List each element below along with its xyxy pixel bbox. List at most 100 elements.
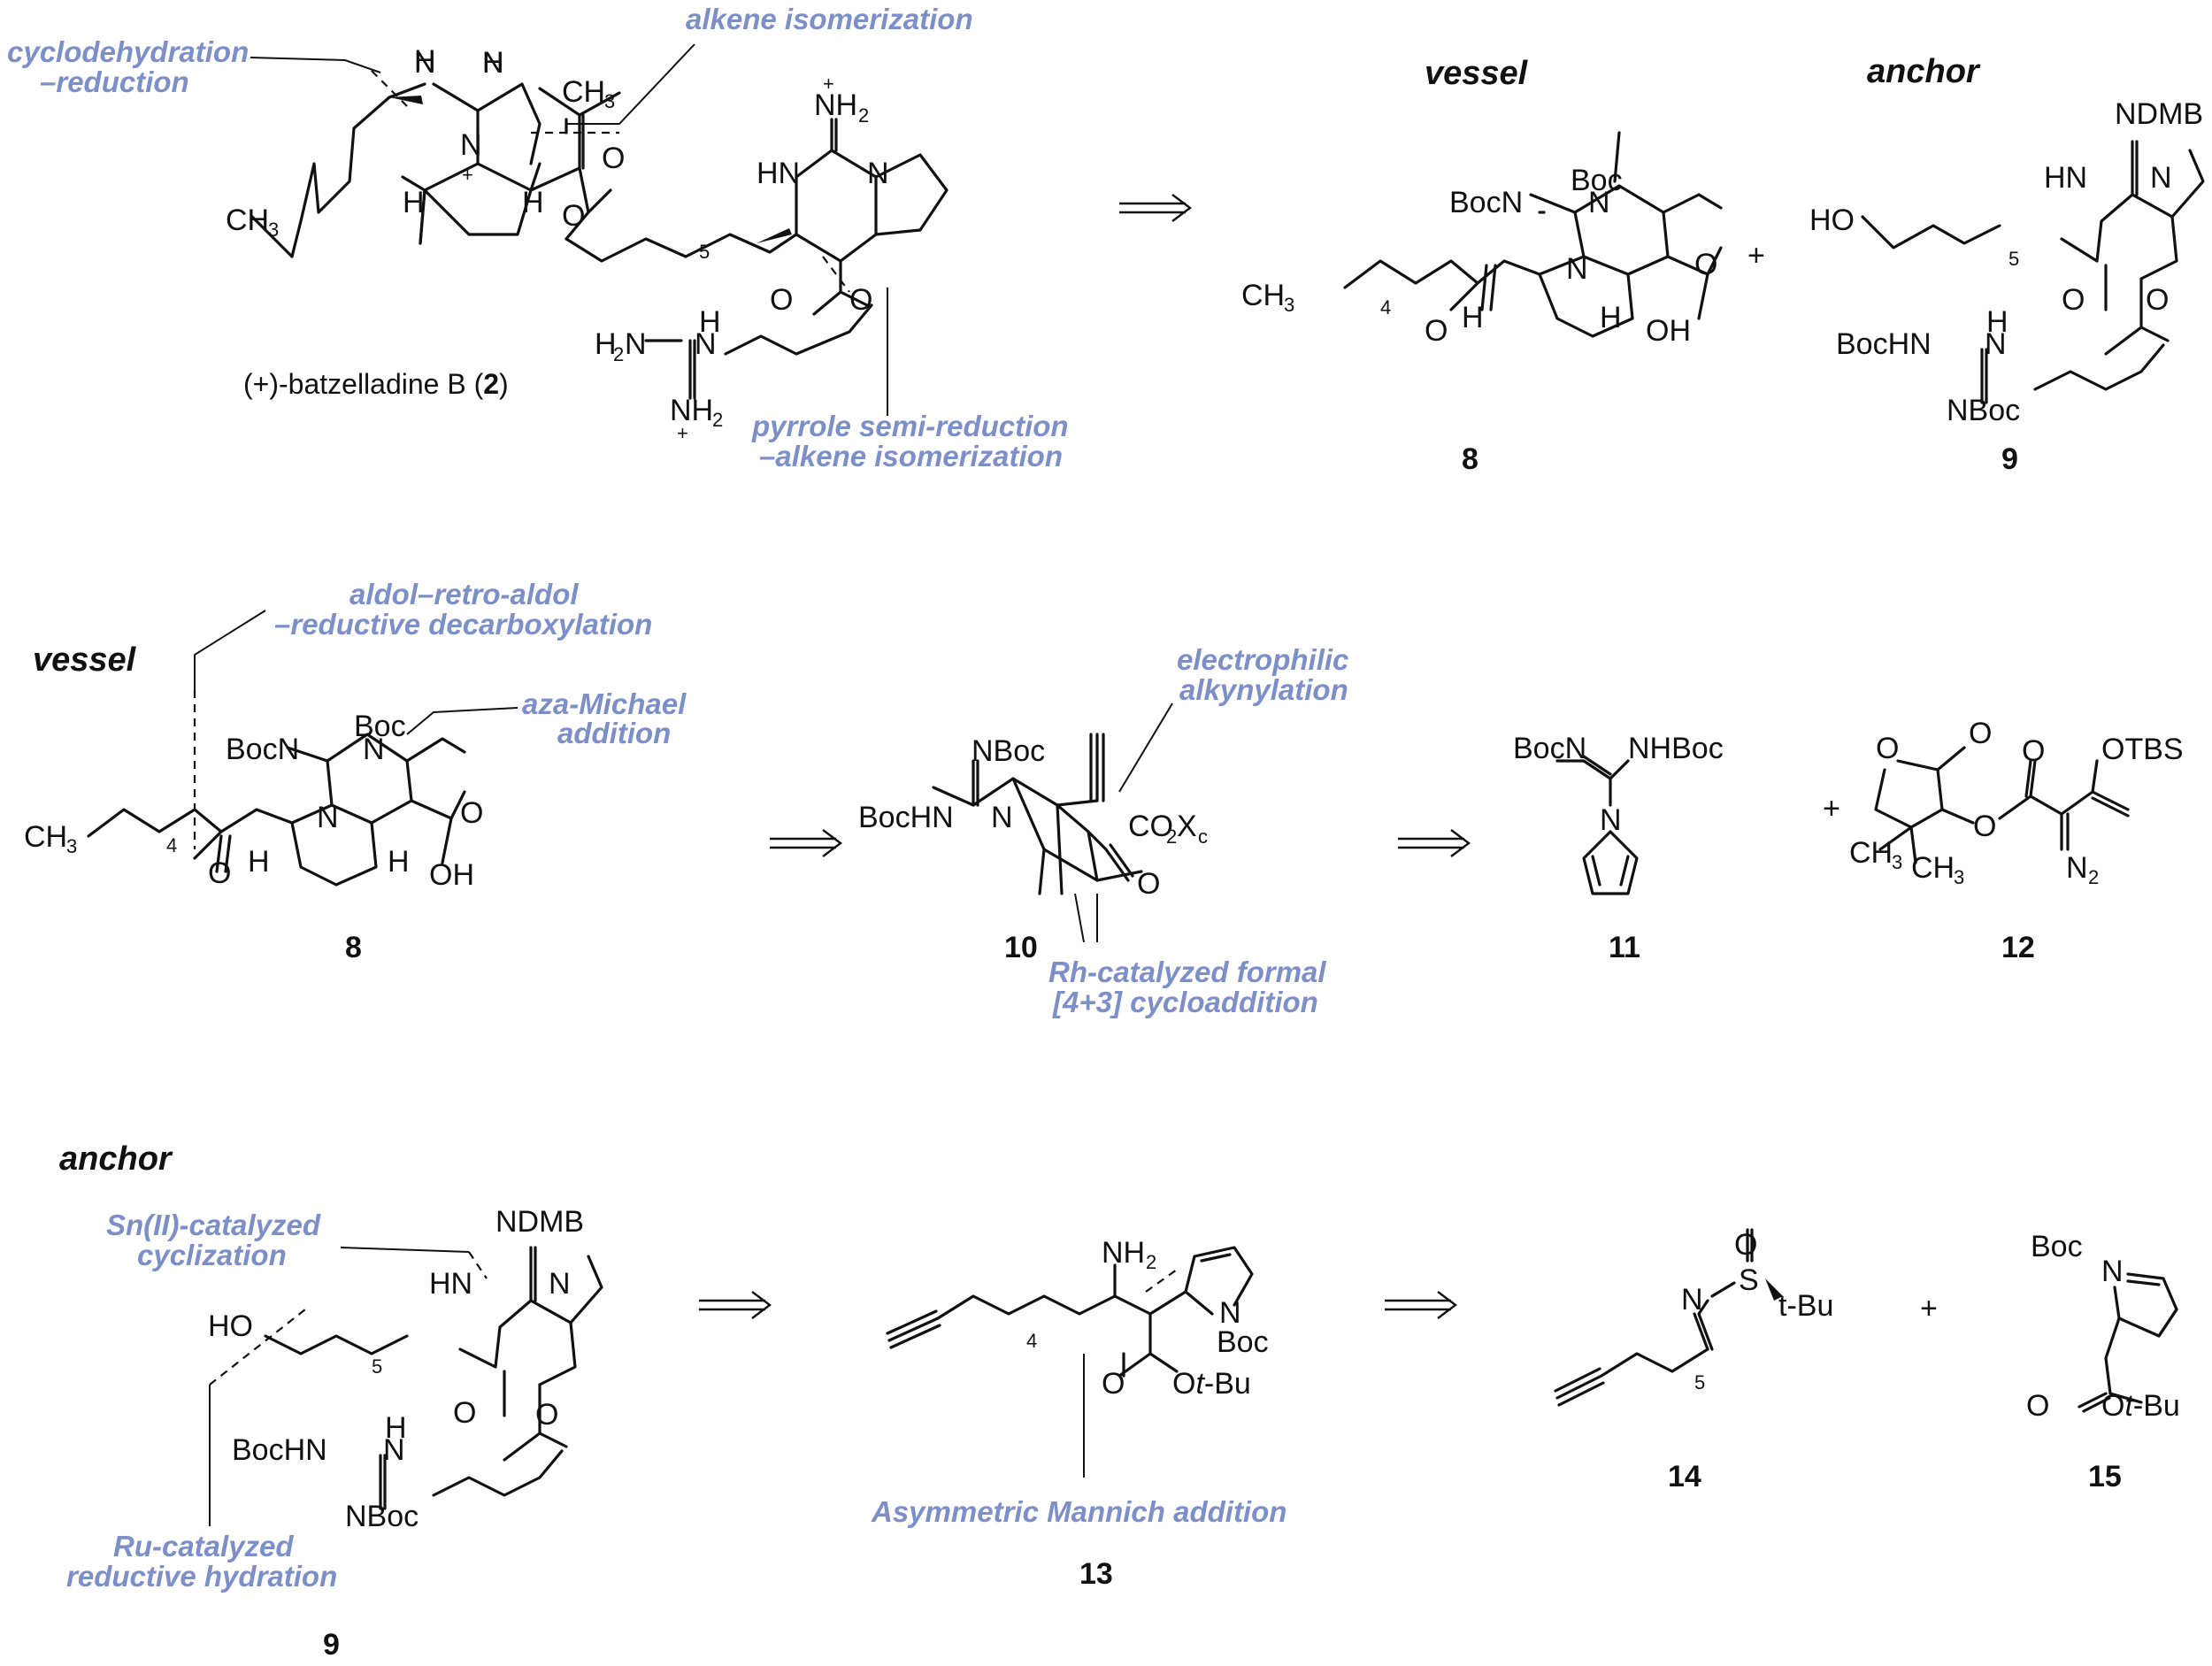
atom-H2N: H [595,327,617,361]
atom-Boc-m: Boc [354,710,406,743]
atom-O-12c: O [1973,810,1996,843]
compound-label-15: 15 [2088,1460,2122,1493]
compound-14: N O S t-Bu 5 [1554,1228,1833,1407]
compound-label-9-top: 9 [2001,442,2018,476]
atom-5-9: 5 [2008,248,2019,270]
header-vessel-mid: vessel [33,641,137,679]
atom-CH3: CH [562,75,605,109]
atom-O-m: O [208,856,231,890]
atom-N5: N [625,327,647,361]
charge-plus2: + [823,73,834,95]
leader-rh [1074,893,1098,943]
atom-N2: N [482,46,504,80]
atom-2b: 2 [613,343,624,365]
retro-arrow-5 [1385,1291,1457,1319]
ann-electrophilic-1: electrophilic [1177,643,1348,676]
atom-CH3-12b: CH [1911,851,1955,885]
atom-N-15: N [2101,1255,2124,1288]
retro-arrow-1 [1119,194,1192,222]
ann-aza-michael-1: aza-Michael [522,687,687,720]
atom-NH2b: NH [670,394,713,427]
atom-HO-b: HO [208,1309,253,1343]
atom-HN: HN [757,157,800,190]
atom-3-12a: 3 [1892,851,1902,873]
atom-X-10: X [1177,810,1197,843]
compound-9-top: NDMB HN N HO 5 O O H N BocHN NBoc [1809,97,2205,427]
atom-OtBu-13: Ot-Bu [1172,1367,1251,1401]
compound-10: NBoc BocHN N CO 2 X c O [858,733,1208,901]
atom-O-12a: O [1876,732,1899,765]
leader-alkene [566,43,695,125]
retro-arrow-2 [770,829,842,857]
atom-N-10: N [991,801,1013,834]
atom-BocHN-b: BocHN [232,1433,327,1467]
atom-O3: O [770,283,793,317]
atom-CH3-12a: CH [1849,836,1893,870]
charge-plus3: + [677,422,688,444]
dash-sn [468,1251,488,1279]
atom-O1: O [602,142,625,175]
compound-label-14: 14 [1668,1460,1701,1493]
atom-NDMB: NDMB [2115,97,2203,131]
atom-NBoc-10: NBoc [972,734,1045,768]
ann-aza-michael-2: addition [557,717,671,749]
atom-BocHN-10: BocHN [858,801,954,834]
atom-O-mc: O [460,796,483,830]
atom-H-9: H [1986,305,2008,339]
atom-N-b: N [549,1267,571,1301]
ann-rh-2: [4+3] cycloaddition [1052,986,1318,1018]
atom-Boc-13: Boc [1217,1325,1269,1359]
ann-cyclodehydration-2: –reduction [40,65,189,98]
atom-N-8b: N [1566,252,1588,286]
atom-4-13: 4 [1026,1330,1037,1352]
atom-NBoc-b: NBoc [345,1500,419,1533]
atom-S-14: S [1739,1263,1759,1297]
atom-N-9b: N [1985,327,2007,361]
atom-2: 2 [858,104,869,127]
compound-label-13: 13 [1079,1557,1113,1591]
atom-BocN: BocN [1449,186,1523,219]
atom-2-13: 2 [1146,1251,1156,1273]
atom-5-14: 5 [1694,1371,1705,1393]
atom-3-m: 3 [66,835,77,857]
ann-sn-2: cyclization [137,1239,287,1271]
ann-sn-1: Sn(II)-catalyzed [106,1209,321,1241]
atom-OH-8: OH [1646,314,1691,348]
atom-OTBS-12: OTBS [2101,733,2184,766]
atom-O-9: O [2062,283,2085,317]
atom-Boc-15: Boc [2031,1230,2083,1263]
ann-ru-1: Ru-catalyzed [113,1530,294,1562]
compound-label-12: 12 [2001,931,2035,964]
retro-arrow-4 [699,1291,772,1319]
atom-N-plus: N [460,128,482,162]
atom-O-12b: O [1969,717,1992,750]
header-anchor-top: anchor [1867,53,1981,90]
atom-NDMB-b: NDMB [495,1205,584,1239]
atom-tBu-14: t-Bu [1778,1289,1833,1323]
header-anchor-bottom: anchor [59,1140,173,1178]
atom-CH3b: CH [226,203,269,237]
atom-3: 3 [604,90,615,112]
atom-CH3-8: CH [1241,279,1285,312]
natural-product-name: (+)-batzelladine B (2) [243,368,509,400]
leader-electrophilic [1118,702,1173,793]
atom-HN-9: HN [2044,161,2087,195]
atom-CO2Xc: CO [1128,810,1173,843]
atom-Boc: Boc [1571,164,1623,197]
atom-NH2-13: NH [1102,1236,1145,1270]
atom-NBoc-9: NBoc [1947,394,2020,427]
compound-label-10: 10 [1004,931,1038,964]
atom-N4: N [695,327,717,361]
header-vessel-top: vessel [1425,55,1529,92]
atom-OtBu-15: Ot-Bu [2101,1389,2180,1423]
ann-cyclodehydration-1: cyclodehydration [7,35,249,68]
atom-H5: H [699,305,721,339]
atom-H-b: H [385,1411,407,1445]
compound-label-9-bottom: 9 [323,1628,340,1662]
atom-O-10: O [1137,867,1160,901]
atom-H3: H [403,186,425,219]
atom-H-8b: H [1600,301,1622,334]
ann-pyrrole-2: –alkene isomerization [759,440,1063,472]
atom-NHBoc-11: NHBoc [1628,732,1724,765]
retro-arrow-3 [1398,829,1471,857]
